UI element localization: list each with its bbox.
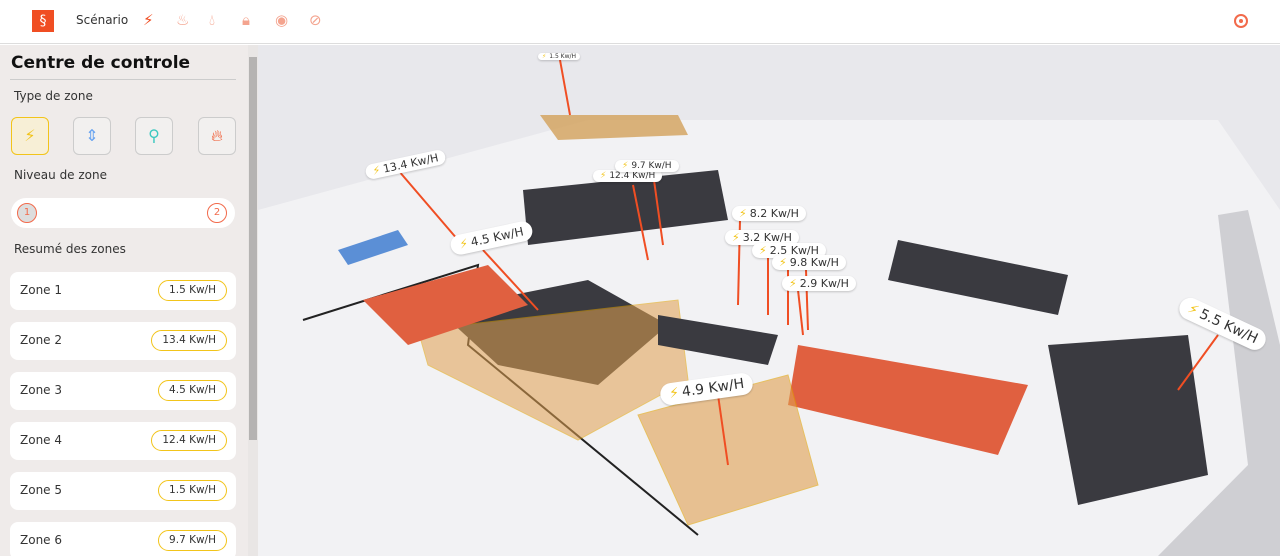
scenario-link[interactable]: Scénario — [76, 13, 129, 27]
tank-farm — [1048, 335, 1208, 505]
app-logo[interactable]: § — [32, 10, 54, 32]
compass-icon[interactable]: ⊘ — [309, 11, 322, 29]
divider — [10, 79, 236, 80]
zone-name: Zone 3 — [20, 383, 62, 397]
zone-name: Zone 4 — [20, 433, 62, 447]
zone-card[interactable]: Zone 6 9.7 Kw/H — [10, 522, 236, 560]
zone-type-gas-button[interactable]: 🔥︎ — [198, 117, 236, 155]
energy-label[interactable]: ⚡12.4 Kw/H — [593, 170, 663, 182]
level-1-knob[interactable]: 1 — [17, 203, 37, 223]
energy-label[interactable]: ⚡9.7 Kw/H — [615, 160, 679, 172]
zone-card[interactable]: Zone 5 1.5 Kw/H — [10, 472, 236, 510]
energy-label[interactable]: ⚡3.2 Kw/H — [725, 230, 799, 245]
zone-type-label: Type de zone — [14, 89, 93, 103]
zone-box — [540, 115, 688, 140]
lightning-icon[interactable]: ⚡ — [143, 11, 154, 29]
zone-value: 4.5 Kw/H — [158, 380, 227, 401]
building-red — [788, 345, 1028, 455]
lightning-icon: ⚡ — [24, 126, 36, 145]
top-bar: § Scénario ⚡ ♨ 💧︎ 🔒︎ ◉ ⊘ — [0, 0, 1280, 44]
zone-type-air-button[interactable]: ⇕ — [73, 117, 111, 155]
energy-label[interactable]: ⚡9.8 Kw/H — [772, 255, 846, 270]
zone-level-slider[interactable]: 1 2 — [11, 198, 235, 228]
zone-name: Zone 6 — [20, 533, 62, 547]
zone-type-electricity-button[interactable]: ⚡ — [11, 117, 49, 155]
faucet-icon: ⚲ — [148, 126, 160, 145]
zone-name: Zone 2 — [20, 333, 62, 347]
zone-card[interactable]: Zone 3 4.5 Kw/H — [10, 372, 236, 410]
zone-level-label: Niveau de zone — [14, 168, 108, 182]
road — [1158, 210, 1280, 556]
energy-label[interactable]: ⚡1.5 Kw/H — [538, 53, 581, 60]
zone-summary-label: Resumé des zones — [14, 242, 126, 256]
zone-value: 13.4 Kw/H — [151, 330, 227, 351]
building-dark — [523, 170, 728, 245]
energy-label[interactable]: ⚡2.9 Kw/H — [782, 276, 856, 291]
panel-title: Centre de controle — [11, 53, 191, 73]
zone-value: 9.7 Kw/H — [158, 530, 227, 551]
zone-card[interactable]: Zone 2 13.4 Kw/H — [10, 322, 236, 360]
pool — [338, 230, 408, 265]
zone-type-water-button[interactable]: ⚲ — [135, 117, 173, 155]
zone-card[interactable]: Zone 4 12.4 Kw/H — [10, 422, 236, 460]
building-dark — [888, 240, 1068, 315]
zone-value: 1.5 Kw/H — [158, 280, 227, 301]
target-icon[interactable] — [1234, 14, 1248, 28]
level-2-marker[interactable]: 2 — [207, 203, 227, 223]
energy-label[interactable]: ⚡8.2 Kw/H — [732, 206, 806, 221]
flame-icon: 🔥︎ — [211, 126, 223, 145]
fire-icon[interactable]: ♨ — [176, 11, 190, 29]
scrollbar-thumb[interactable] — [249, 57, 257, 440]
zone-value: 12.4 Kw/H — [151, 430, 227, 451]
building-red — [363, 265, 528, 345]
webcam-icon[interactable]: ◉ — [275, 11, 289, 29]
zone-value: 1.5 Kw/H — [158, 480, 227, 501]
zone-name: Zone 1 — [20, 283, 62, 297]
energy-label[interactable]: ⚡2.5 Kw/H — [752, 243, 826, 258]
drop-icon[interactable]: 💧︎ — [209, 11, 216, 29]
zone-name: Zone 5 — [20, 483, 62, 497]
lock-icon[interactable]: 🔒︎ — [242, 11, 250, 29]
air-icon: ⇕ — [85, 126, 99, 145]
building-dark — [658, 315, 778, 365]
3d-site-map[interactable]: ⚡1.5 Kw/H ⚡13.4 Kw/H ⚡4.5 Kw/H ⚡12.4 Kw/… — [258, 45, 1280, 556]
site-model — [258, 59, 1280, 556]
zone-box — [417, 299, 689, 441]
zone-card[interactable]: Zone 1 1.5 Kw/H — [10, 272, 236, 310]
